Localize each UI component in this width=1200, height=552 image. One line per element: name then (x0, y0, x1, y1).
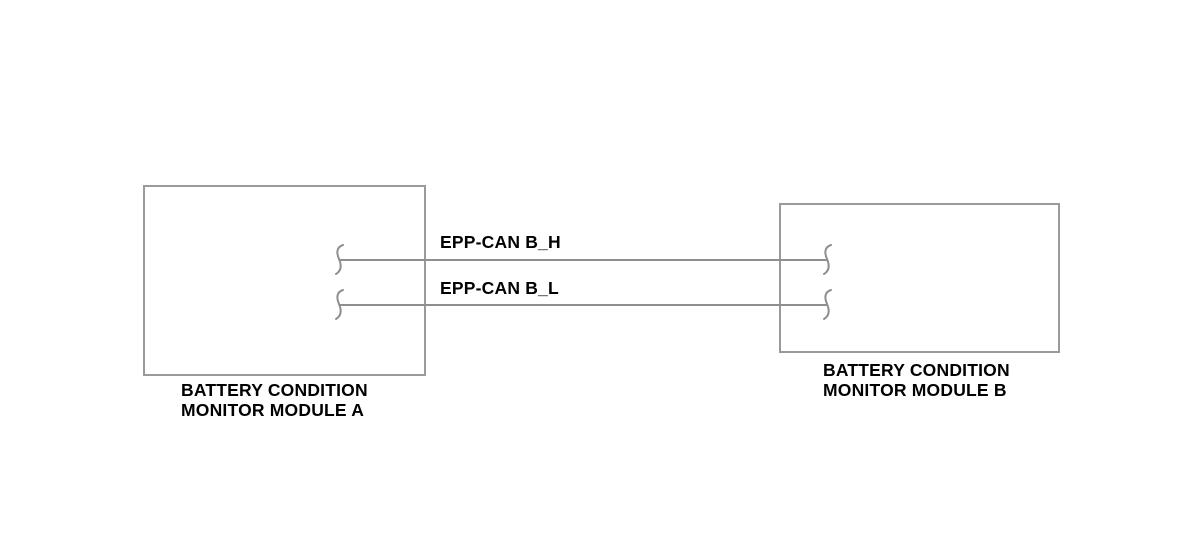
wire-epp-can-b-h (340, 259, 828, 261)
module-b-caption-line1: BATTERY CONDITION (823, 360, 1010, 380)
wire-label-epp-can-b-l: EPP-CAN B_L (440, 278, 559, 298)
module-a-caption-line2: MONITOR MODULE A (181, 400, 365, 420)
cable-break-squiggle-icon (332, 243, 348, 277)
cable-break-squiggle-icon (820, 288, 836, 322)
module-a-caption-line1: BATTERY CONDITION (181, 380, 368, 400)
wire-label-epp-can-b-h: EPP-CAN B_H (440, 232, 561, 252)
module-b-caption-line2: MONITOR MODULE B (823, 380, 1007, 400)
wire-epp-can-b-l (340, 304, 828, 306)
cable-break-squiggle-icon (332, 288, 348, 322)
module-a-box[interactable] (143, 185, 426, 376)
cable-break-squiggle-icon (820, 243, 836, 277)
module-b-box[interactable] (779, 203, 1060, 353)
